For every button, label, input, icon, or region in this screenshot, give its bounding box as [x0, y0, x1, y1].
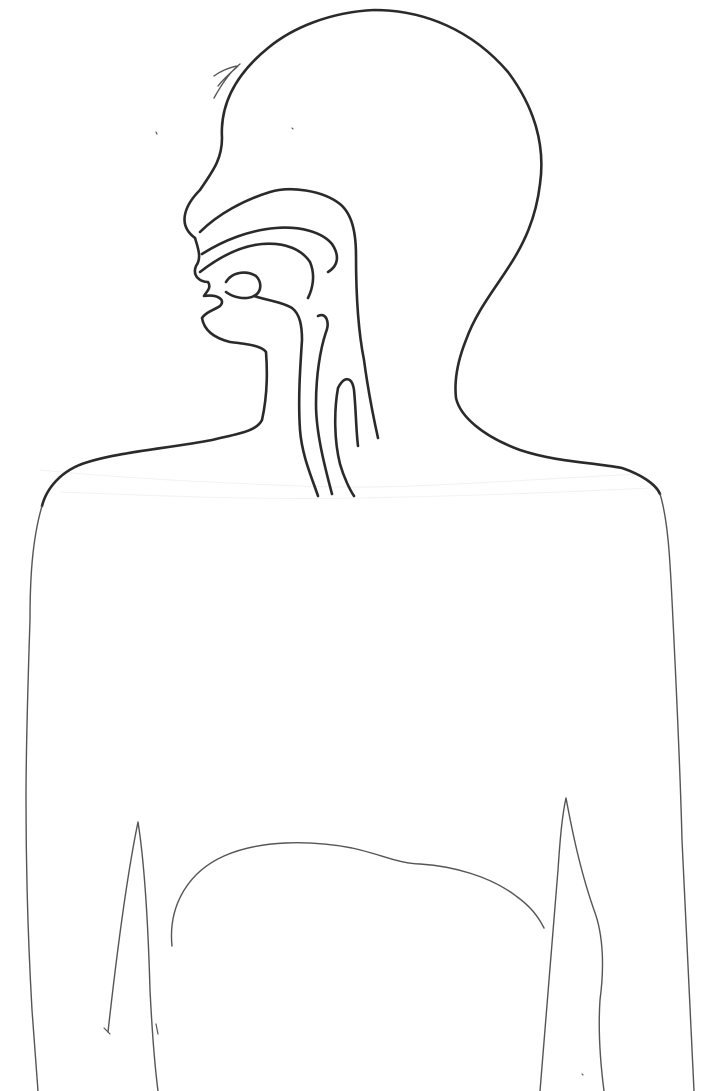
head-outline	[185, 10, 660, 494]
left-arm-inner	[108, 822, 158, 1091]
speck-1	[156, 132, 157, 134]
esophagus-loop	[335, 379, 358, 496]
speck-3	[582, 1074, 583, 1075]
smudge-line-1	[40, 470, 640, 487]
tongue-arch	[200, 244, 313, 298]
pharynx-curl	[254, 296, 318, 496]
smudge-line-2	[60, 488, 650, 499]
paper-smudge	[40, 470, 650, 499]
torso-right-edge	[660, 494, 694, 1091]
palate-arch	[202, 228, 337, 272]
abdomen-curve	[171, 843, 544, 946]
torso-left-edge	[26, 506, 42, 1091]
oral-cavity-curl	[226, 273, 260, 298]
left-arm-tick	[104, 1024, 158, 1034]
trachea-front	[316, 315, 332, 494]
right-arm-inner	[540, 798, 604, 1091]
speck-2	[292, 128, 293, 129]
face-and-front-neck	[42, 238, 267, 506]
